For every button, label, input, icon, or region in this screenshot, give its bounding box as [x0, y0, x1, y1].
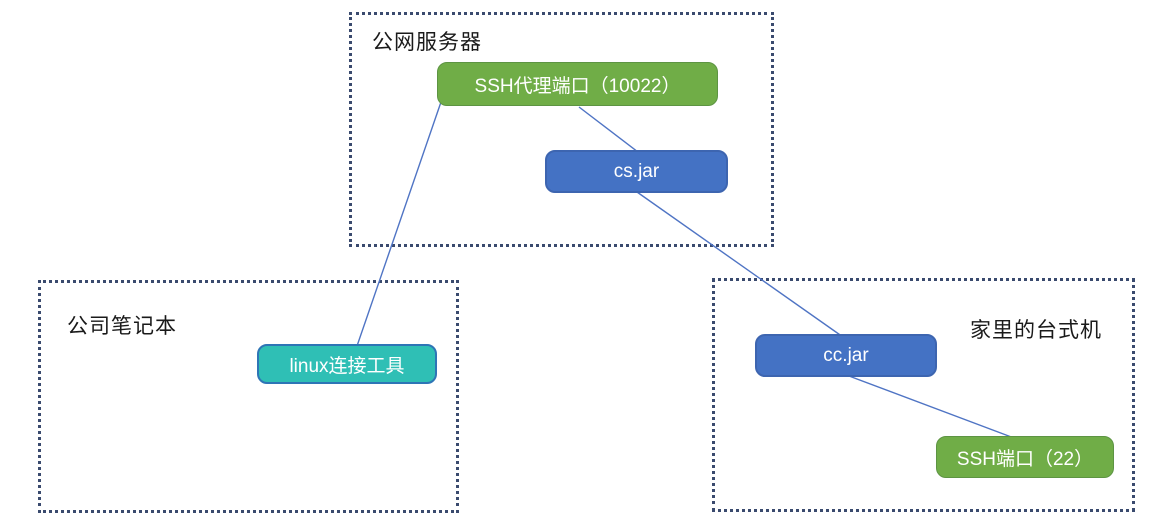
- region-home-desktop-title: 家里的台式机: [970, 319, 1102, 342]
- node-cc-jar: cc.jar: [755, 334, 937, 377]
- region-company-laptop: 公司笔记本: [38, 280, 459, 513]
- connector-sshproxy-to-csjar: [578, 106, 639, 153]
- node-ssh-port: SSH端口（22）: [936, 436, 1114, 478]
- node-linux-tool: linux连接工具: [257, 344, 437, 384]
- connector-csjar-to-ccjar: [636, 191, 844, 338]
- region-home-desktop: 家里的台式机: [712, 278, 1135, 512]
- region-public-server: 公网服务器: [349, 12, 774, 247]
- connector-sshproxy-to-linuxtool: [356, 101, 442, 347]
- node-ssh-proxy-port: SSH代理端口（10022）: [437, 62, 718, 106]
- region-company-laptop-title: 公司笔记本: [67, 315, 177, 338]
- region-public-server-title: 公网服务器: [372, 31, 482, 54]
- node-cs-jar: cs.jar: [545, 150, 728, 193]
- connector-ccjar-to-sshport: [848, 375, 1015, 439]
